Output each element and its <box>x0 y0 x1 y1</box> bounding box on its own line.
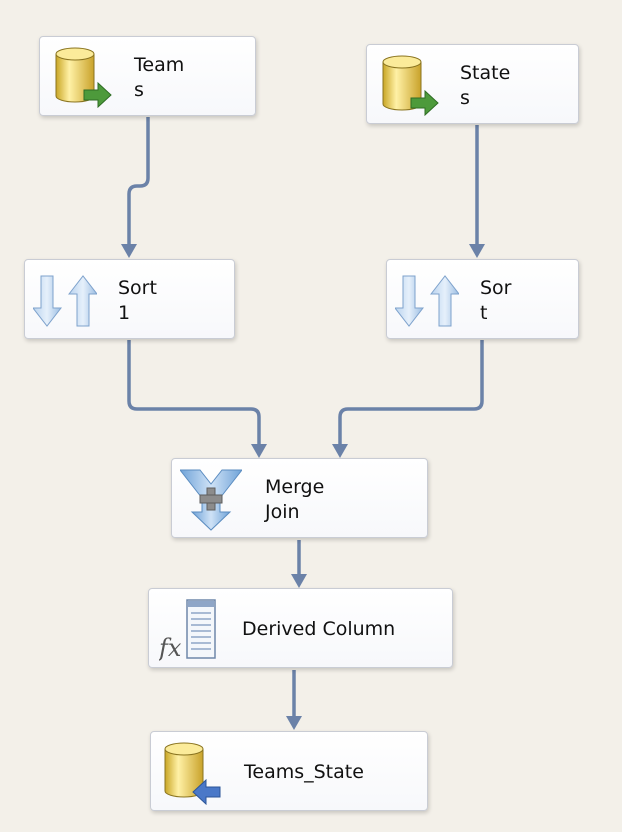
database-destination-icon <box>164 742 221 805</box>
sort-2-node[interactable]: Sor t <box>386 259 579 339</box>
merge-join-node[interactable]: Merge Join <box>171 458 428 538</box>
node-label-line2: Join <box>265 501 300 523</box>
database-source-icon <box>382 55 439 116</box>
node-label-line1: State <box>460 62 511 84</box>
arrowhead <box>332 444 348 458</box>
merge-join-icon <box>180 469 242 531</box>
connector-teams-to-sort1[interactable] <box>127 117 150 248</box>
sort-1-node[interactable]: Sort 1 <box>24 259 235 339</box>
node-label-line1: Sort <box>118 277 157 299</box>
arrowhead <box>251 444 267 458</box>
node-label-line2: s <box>460 87 470 109</box>
source-teams-node[interactable]: Team s <box>39 36 256 116</box>
arrowhead <box>469 244 485 258</box>
node-label: Teams_State <box>244 761 364 783</box>
sort-arrows-icon <box>33 275 97 327</box>
node-label-line1: Team <box>134 54 185 76</box>
svg-text:fx: fx <box>159 634 182 662</box>
node-label: Derived Column <box>242 618 396 640</box>
database-source-icon <box>55 47 112 108</box>
node-label-line2: s <box>134 79 144 101</box>
node-label-line2: t <box>480 302 488 324</box>
node-label-line1: Merge <box>265 476 325 498</box>
destination-teams-state-node[interactable]: Teams_State <box>150 731 428 811</box>
arrowhead <box>121 244 137 258</box>
derived-column-node[interactable]: fx Derived Column <box>148 588 453 668</box>
source-states-node[interactable]: State s <box>366 44 579 124</box>
arrowhead <box>286 716 302 730</box>
derived-column-fx-icon: fx <box>159 599 216 662</box>
connector-sort2-to-merge[interactable] <box>338 340 484 447</box>
arrowhead <box>291 574 307 588</box>
node-label-line2: 1 <box>118 302 131 324</box>
sort-arrows-icon <box>395 275 459 327</box>
connector-sort1-to-merge[interactable] <box>127 340 261 447</box>
node-label-line1: Sor <box>480 277 512 299</box>
